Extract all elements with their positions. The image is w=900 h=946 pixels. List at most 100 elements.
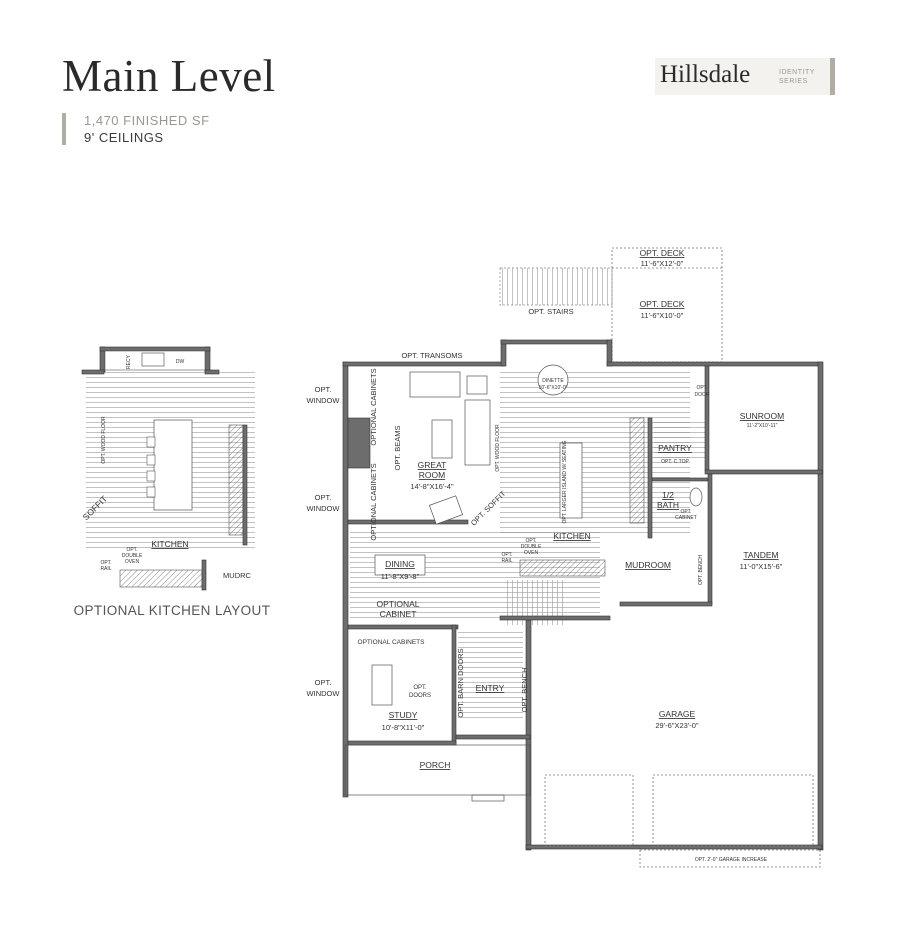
door-label: DOOR (695, 392, 710, 398)
east-wall (817, 361, 824, 851)
rail-label-2: RAIL (100, 566, 111, 572)
tandem-label: TANDEM (743, 550, 778, 560)
entry-floor (458, 630, 523, 720)
ctop-label: OPT. C.TOP (661, 459, 689, 465)
cabinets-label: OPTIONAL CABINETS (369, 368, 378, 445)
series-line-1: IDENTITY (779, 69, 815, 76)
wood-floor-label: OPT. WOOD FLOOR (101, 416, 107, 464)
oven-label: DOUBLE (521, 544, 542, 550)
dining-table (374, 554, 426, 576)
dinette-table (537, 364, 569, 396)
bath-label: BATH (657, 500, 679, 510)
doors-label: DOORS (409, 693, 431, 699)
stool-icon (146, 436, 156, 448)
window-label: OPT. (315, 678, 332, 687)
oven-counter (119, 569, 203, 588)
armchair (428, 495, 464, 525)
recycle-label: RECY (126, 354, 132, 369)
sofa (464, 399, 491, 466)
dinette-label: DINETTE (542, 378, 564, 384)
oven-label: OPT. (525, 538, 536, 544)
opt-stairs (499, 267, 613, 306)
mudroom-label: MUDROOM (625, 560, 671, 570)
sofa (409, 371, 461, 398)
oven-label-3: OVEN (125, 559, 140, 565)
desk (371, 664, 393, 706)
stool-icon (146, 470, 156, 482)
brand-badge: Hillsdale IDENTITY SERIES (655, 58, 835, 95)
finished-sf: 1,470 FINISHED SF (84, 113, 210, 128)
kitchen-label: KITCHEN (553, 531, 590, 541)
porch (344, 744, 531, 796)
rail-label: OPT. (501, 552, 512, 558)
toilet-icon (689, 487, 703, 507)
optional-cabinet-label: OPTIONAL (377, 599, 420, 609)
brand-series: IDENTITY SERIES (779, 68, 815, 86)
island-label: OPT. LARGER ISLAND W/ SEATING (562, 440, 568, 523)
porch-label: PORCH (420, 760, 451, 770)
wood-floor-label: OPT. WOOD FLOOR (495, 424, 501, 472)
page-title: Main Level (62, 51, 276, 101)
badge-accent-bar (830, 58, 835, 95)
deck2-label: OPT. DECK (640, 299, 685, 309)
deck2-dim: 11'-6"X10'-0" (641, 311, 684, 320)
study-cabinets-label: OPTIONAL CABINETS (358, 639, 426, 646)
pantry-label: PANTRY (658, 443, 692, 453)
garage-label: GARAGE (659, 709, 696, 719)
sunroom-label: SUNROOM (740, 411, 784, 421)
garage-door-1 (544, 774, 634, 846)
sunroom-dim: 11'-2"X10'-11" (747, 423, 778, 429)
mudroom-label: MUDRC (223, 571, 251, 580)
deck1-dim: 11'-6"X12'-0" (641, 259, 684, 268)
oven-label-1: OPT. (126, 547, 137, 553)
garage-dim: 29'-6"X23'-0" (655, 721, 699, 730)
optional-kitchen-caption: OPTIONAL KITCHEN LAYOUT (74, 603, 271, 618)
oven-label-2: DOUBLE (122, 553, 143, 559)
doors-label: OPT. (413, 685, 427, 691)
tandem-dim: 11'-0"X15'-6" (740, 562, 783, 571)
brand-name: Hillsdale (660, 61, 751, 88)
bath-cabinet-label: CABINET (675, 515, 697, 521)
island (153, 419, 193, 511)
beams-label: OPT. BEAMS (393, 425, 402, 470)
great-room-label: GREAT (418, 460, 447, 470)
pantry-floor (654, 420, 706, 460)
dining-label: DINING (385, 559, 415, 569)
kitchen-island (559, 442, 583, 519)
barn-doors-label: OPT. BARN DOORS (456, 648, 465, 717)
garage-increase-label: OPT. 2'-0" GARAGE INCREASE (695, 857, 768, 863)
kitchen-wall (99, 346, 211, 352)
kitchen-label: KITCHEN (151, 539, 188, 549)
main-plan: OPT. DECK 11'-6"X12'-0" OPT. DECK 11'-6"… (307, 247, 824, 868)
oven-label: OVEN (524, 550, 539, 556)
study-label: STUDY (389, 710, 418, 720)
series-line-2: SERIES (779, 78, 808, 85)
sink-icon (141, 352, 165, 367)
optional-cabinet-label: CABINET (380, 609, 417, 619)
entry-bench-label: OPT. BENCH (520, 667, 529, 712)
bath-label: 1/2 (662, 490, 674, 500)
cabinets-label: OPTIONAL CABINETS (369, 463, 378, 540)
door-label: OPT. (696, 385, 707, 391)
window-label: WINDOW (307, 396, 341, 405)
entry-label: ENTRY (476, 683, 505, 693)
stairs-label: OPT. STAIRS (528, 307, 573, 316)
fireplace-icon (347, 417, 371, 469)
great-room-dim: 14'-8"X16'-4" (410, 482, 454, 491)
window-label: WINDOW (307, 689, 341, 698)
transoms-label: OPT. TRANSOMS (401, 351, 462, 360)
counter (629, 417, 645, 524)
west-wall (342, 361, 349, 798)
dining-dim: 11'-8"X9'-8" (381, 572, 420, 581)
optional-kitchen-layout: RECY DW OPT. WOOD FLOOR SOFFIT KITCHEN O… (74, 346, 271, 618)
ceiling-height: 9' CEILINGS (84, 130, 164, 145)
dishwasher-label: DW (176, 359, 185, 365)
stool-icon (146, 486, 156, 498)
counter (228, 424, 244, 536)
deck1-label: OPT. DECK (640, 248, 685, 258)
stool-icon (146, 454, 156, 466)
window-label: WINDOW (307, 504, 341, 513)
garage-door-2 (652, 774, 814, 846)
bath-cabinet-label: OPT. (680, 509, 691, 515)
